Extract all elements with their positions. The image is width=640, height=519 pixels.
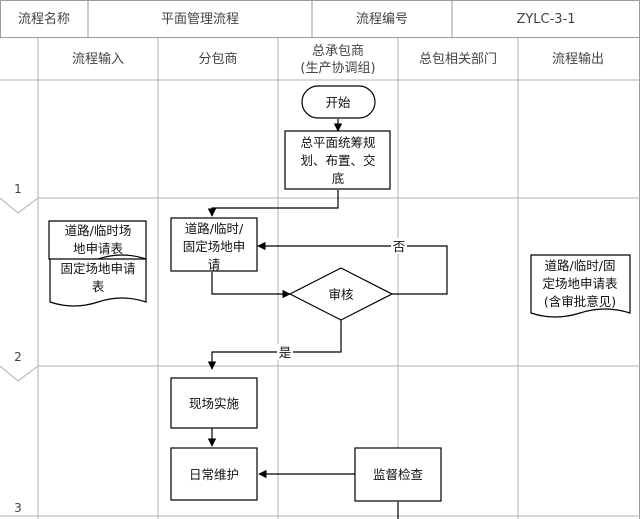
column-header-general-contractor: 总承包商 [312, 44, 364, 59]
review-node: 审核 [288, 267, 394, 321]
plan-shape [284, 130, 391, 190]
edge-apply-to-review [211, 272, 291, 299]
column-header-subcontractor: 分包商 [198, 52, 237, 67]
implement-node: 现场实施 [170, 377, 258, 429]
process-name-value: 平面管理流程 [161, 12, 239, 27]
apply-shape [170, 217, 258, 272]
plan-label-line: 总平面统筹规 [300, 135, 375, 150]
input-doc-2-line: 表 [92, 279, 105, 294]
input-doc-1-line: 道路/临时场 [65, 223, 132, 238]
connectors [207, 119, 448, 519]
review-label: 审核 [328, 287, 354, 302]
output-doc-line: (含审批意见) [544, 294, 616, 309]
document-shape [530, 254, 631, 318]
edge-review-no [257, 241, 448, 295]
inspect-node: 监督检查 [354, 447, 442, 502]
maintain-shape [170, 447, 258, 501]
edge-label-bg [391, 238, 407, 254]
output-document: 道路/临时/固 定场地申请表 (含审批意见) [530, 254, 631, 318]
apply-label-line: 固定场地申 [183, 239, 246, 254]
column-headers: 流程输入 分包商 总承包商 (生产协调组) 总包相关部门 流程输出 [72, 44, 604, 76]
apply-node: 道路/临时/ 固定场地申 请 [170, 217, 258, 272]
row-labels: 1 2 3 [14, 182, 22, 515]
header-table: 流程名称 平面管理流程 流程编号 ZYLC-3-1 [0, 0, 640, 38]
row-label-1: 1 [14, 182, 22, 196]
edge-label-yes: 是 [279, 345, 292, 360]
column-header-input: 流程输入 [72, 51, 124, 67]
document-shape [49, 258, 147, 307]
input-document-road-temp: 道路/临时场 地申请表 [48, 220, 147, 264]
process-name-label: 流程名称 [18, 11, 70, 27]
input-doc-2-line: 固定场地申请 [60, 261, 135, 276]
start-node: 开始 [301, 85, 376, 119]
output-doc-line: 道路/临时/固 [545, 258, 616, 273]
inspect-shape [354, 447, 442, 502]
column-header-departments: 总包相关部门 [419, 52, 497, 67]
edge-label-bg [277, 344, 293, 360]
row-label-3: 3 [14, 501, 22, 515]
input-document-fixed-site: 固定场地申请 表 [49, 258, 147, 307]
plan-label-line: 底 [332, 171, 345, 186]
edge-label-no: 否 [393, 239, 406, 254]
maintain-node: 日常维护 [170, 447, 258, 501]
column-header-general-contractor-sub: (生产协调组) [300, 61, 375, 76]
review-diamond [288, 267, 394, 321]
plan-node: 总平面统筹规 划、布置、交 底 [284, 130, 391, 190]
process-code-value: ZYLC-3-1 [516, 12, 575, 27]
row-divider [0, 365, 640, 382]
plan-label-line: 划、布置、交 [300, 153, 375, 168]
implement-label: 现场实施 [189, 396, 240, 411]
implement-shape [170, 377, 258, 429]
edge-plan-to-apply [207, 190, 339, 217]
process-code-label: 流程编号 [356, 12, 408, 27]
output-doc-line: 定场地申请表 [542, 276, 618, 291]
input-doc-1-line: 地申请表 [73, 241, 124, 256]
edge-review-yes [207, 320, 342, 370]
apply-label-line: 道路/临时/ [185, 221, 244, 236]
maintain-label: 日常维护 [189, 467, 239, 482]
apply-label-line: 请 [208, 257, 221, 272]
start-shape [301, 85, 376, 119]
column-header-output: 流程输出 [552, 51, 604, 67]
inspect-label: 监督检查 [373, 467, 424, 482]
row-divider [0, 197, 640, 214]
start-label: 开始 [325, 95, 351, 110]
row-label-2: 2 [14, 350, 22, 364]
